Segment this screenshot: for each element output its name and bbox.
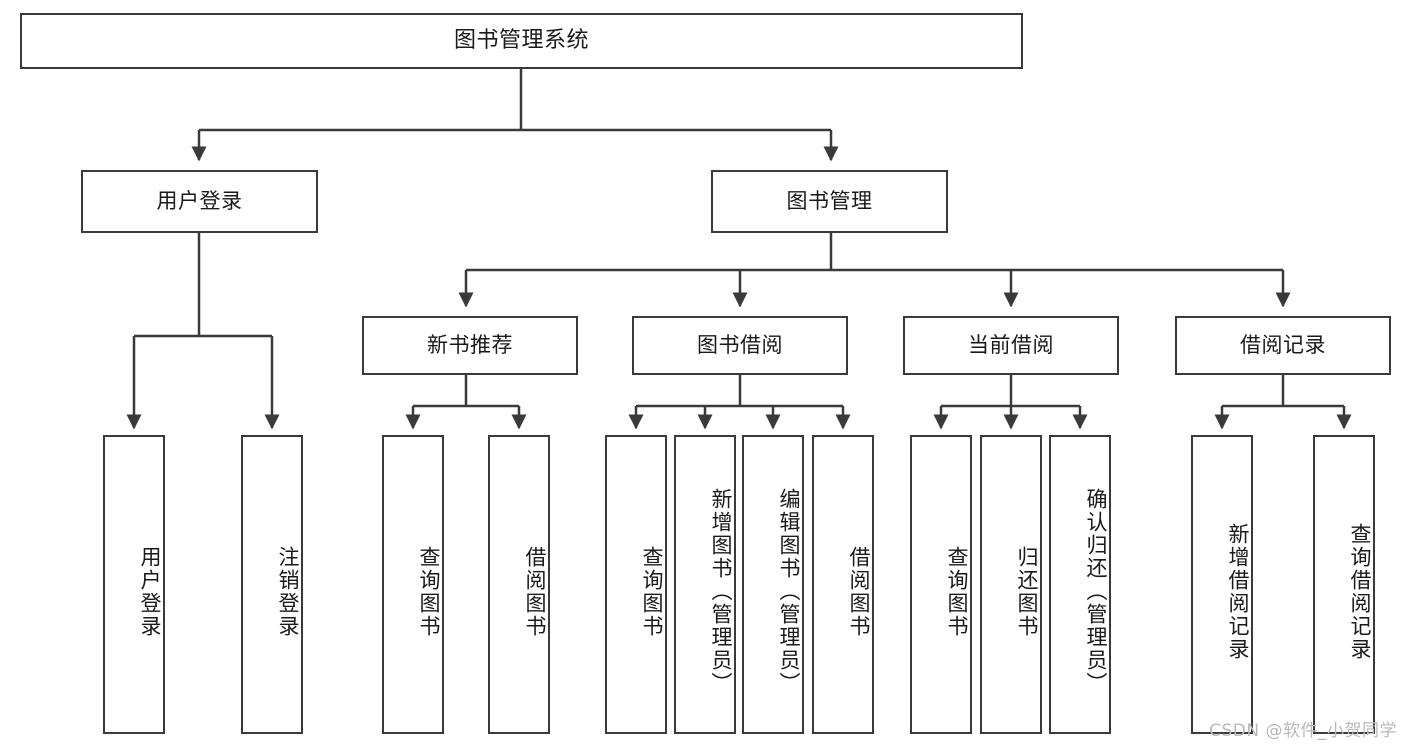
leaf-label: 查询图书 — [640, 545, 664, 638]
leaf-label: 查询借阅记录 — [1348, 522, 1372, 661]
leaf-label: 新增图书（管理员） — [709, 488, 733, 695]
leaf-query-book-borrow[interactable]: 查询图书 — [605, 435, 667, 734]
csdn-watermark: CSDN @软件_小贺同学 — [1209, 721, 1397, 741]
leaf-logout-login[interactable]: 注销登录 — [241, 435, 303, 734]
leaf-borrow-book-recommend[interactable]: 借阅图书 — [488, 435, 550, 734]
node-book-manage[interactable]: 图书管理 — [711, 170, 948, 233]
leaf-user-login[interactable]: 用户登录 — [103, 435, 165, 734]
leaf-edit-book-admin[interactable]: 编辑图书（管理员） — [742, 435, 804, 734]
node-user-login[interactable]: 用户登录 — [81, 170, 318, 233]
leaf-return-book[interactable]: 归还图书 — [980, 435, 1042, 734]
leaf-label: 新增借阅记录 — [1226, 522, 1250, 661]
node-new-book-recommend[interactable]: 新书推荐 — [362, 316, 578, 375]
leaf-label: 查询图书 — [417, 545, 441, 638]
leaf-confirm-return-admin[interactable]: 确认归还（管理员） — [1049, 435, 1111, 734]
leaf-add-book-admin[interactable]: 新增图书（管理员） — [674, 435, 736, 734]
node-book-borrow[interactable]: 图书借阅 — [632, 316, 848, 375]
leaf-label: 编辑图书（管理员） — [777, 488, 801, 695]
leaf-label: 借阅图书 — [847, 545, 871, 638]
leaf-add-borrow-record[interactable]: 新增借阅记录 — [1191, 435, 1253, 734]
leaf-query-book-recommend[interactable]: 查询图书 — [382, 435, 444, 734]
leaf-label: 归还图书 — [1015, 545, 1039, 638]
leaf-label: 借阅图书 — [523, 545, 547, 638]
node-root-system[interactable]: 图书管理系统 — [20, 13, 1023, 69]
leaf-label: 注销登录 — [276, 545, 300, 638]
leaf-query-book-current[interactable]: 查询图书 — [910, 435, 972, 734]
leaf-borrow-book[interactable]: 借阅图书 — [812, 435, 874, 734]
leaf-label: 用户登录 — [138, 545, 162, 638]
leaf-query-borrow-record[interactable]: 查询借阅记录 — [1313, 435, 1375, 734]
node-borrow-record[interactable]: 借阅记录 — [1175, 316, 1391, 375]
leaf-label: 确认归还（管理员） — [1084, 488, 1108, 695]
node-current-borrow[interactable]: 当前借阅 — [903, 316, 1119, 375]
leaf-label: 查询图书 — [945, 545, 969, 638]
